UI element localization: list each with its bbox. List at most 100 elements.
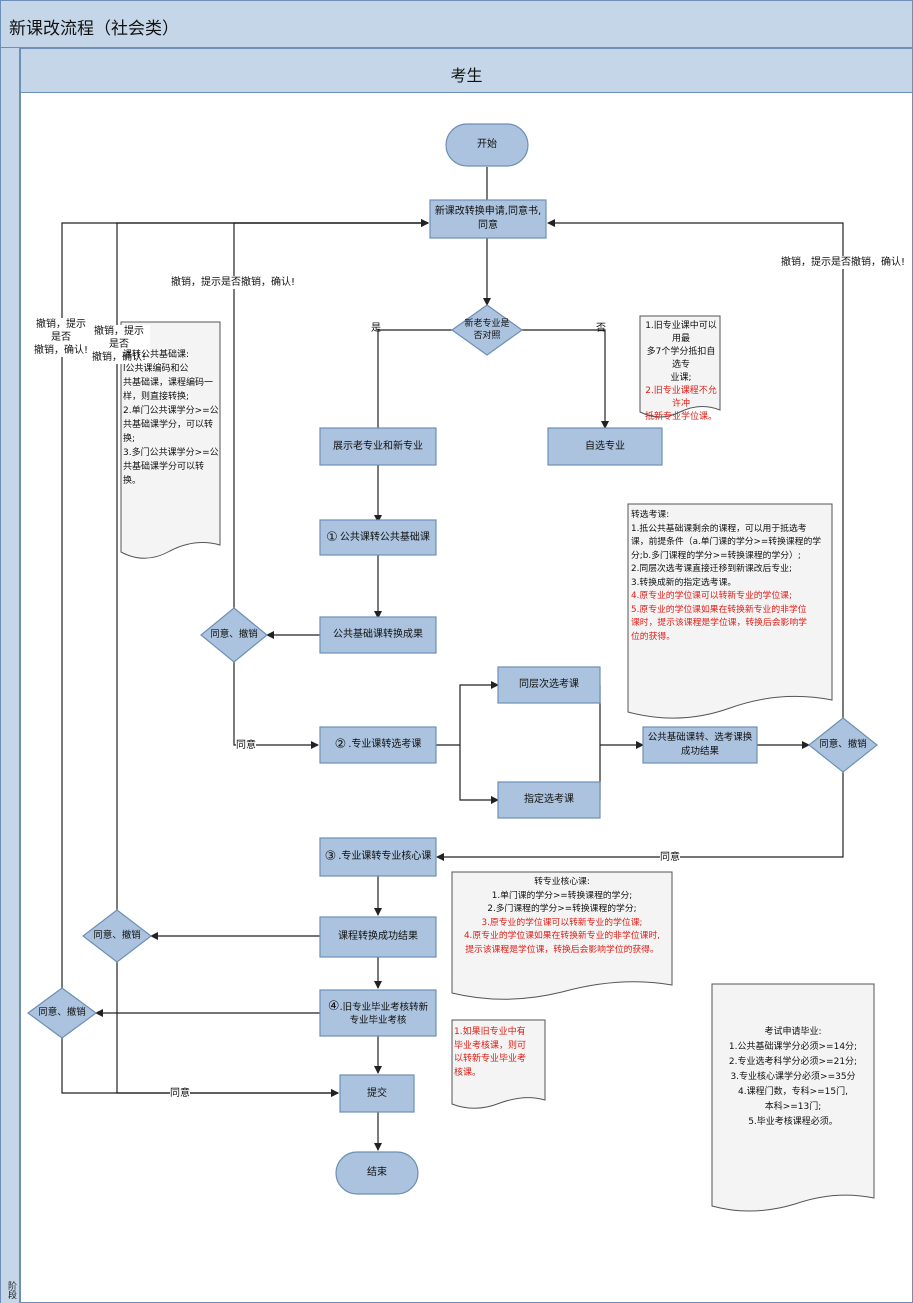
label-cancel-left-2: 撤销，提示 是否 撤销，确认! [88, 325, 150, 364]
label-cancel-mid: 撤销，提示是否撤销，确认! [171, 276, 296, 289]
note-graduation: 1.如果旧专业中有 毕业考核课，则可 以转新专业毕业考 核课。 [454, 1026, 544, 1080]
cancel-left-1-line-2: 是否 [51, 332, 71, 343]
note-elective-line-9: 课时，提示该课程是学位课，转换后会影响学 [631, 618, 807, 628]
node-diamond1 [200, 607, 268, 663]
node-submit [339, 1074, 415, 1113]
step2-result-text: 公共基础课转、选考课换 成功结果 [643, 727, 757, 763]
title-bar: 新课改流程（社会类） [0, 0, 913, 48]
decision-line-2: 否对照 [473, 331, 501, 341]
step2-label: .专业课转选考课 [348, 739, 422, 750]
note-self-line-4: 2.旧专业课程不允许冲 [645, 386, 717, 409]
note-elective: 转选考课: 1.抵公共基础课剩余的课程，可以用于抵选考 课，前提条件（a.单门课… [631, 509, 831, 644]
stage-label: 阶段 [6, 1281, 16, 1299]
step1-label: 公共课转公共基础课 [339, 531, 430, 543]
note-public-line-3: 共基础课，课程编码一 [123, 378, 214, 388]
note-grad-line-1: 1.如果旧专业中有 [454, 1027, 526, 1037]
note-exam-line-3: 2.专业选考科学分必须>=21分; [728, 1057, 858, 1067]
node-self-select [547, 427, 663, 466]
decision-text: 新老专业是 否对照 [452, 312, 522, 348]
note-grad-line-4: 核课。 [454, 1067, 482, 1078]
circle-3: ③ [324, 849, 337, 864]
step2-result-line-1: 公共基础课转、选考课换 [647, 732, 753, 743]
note-public-line-2: l公共课编码和公 [123, 364, 189, 374]
step4-line-2: 专业毕业考核 [349, 1014, 407, 1026]
cancel-left-2-line-3: 撤销，确认! [91, 352, 146, 363]
note-elective-shape [627, 503, 833, 719]
node-step2-result [642, 726, 758, 764]
note-elective-line-10: 位的获得。 [631, 631, 675, 642]
note-elective-line-5: 2.同层次选考课直接迁移到新课改后专业; [631, 564, 792, 574]
note-public-line-7: 换; [123, 434, 136, 444]
self-select-text: 自选专业 [585, 440, 625, 452]
note-core-line-2: 1.单门课的学分>=转换课程的学分; [491, 890, 633, 901]
apply-text: 新课改转换申请,同意书, 同意 [430, 200, 546, 238]
arrow-diamond3-agree [116, 962, 339, 1097]
arrow-diamond4-apply [61, 219, 429, 988]
note-elective-line-4: 分;b.多门课程的学分>=转换课程的学分）; [631, 550, 801, 561]
node-start [445, 123, 529, 167]
arrow-no [522, 329, 609, 429]
end-text: 结束 [367, 1167, 387, 1178]
node-step3 [319, 837, 437, 877]
note-public-line-8: 3.多门公共课学分>=公 [123, 448, 219, 458]
label-cancel-left-1: 撤销，提示 是否 撤销，确认! [28, 318, 94, 357]
note-public-line-5: 2.单门公共课学分>=公 [123, 406, 219, 416]
node-designated [497, 781, 601, 819]
decision-line-1: 新老专业是 [464, 319, 510, 329]
step3-label: .专业课转专业核心课 [338, 851, 432, 862]
note-exam-line-7: 5.毕业考核课程必须。 [748, 1117, 838, 1127]
diamond2-text: 同意、撤销 [819, 739, 867, 750]
label-agree-1: 同意 [236, 739, 256, 752]
label-no: 否 [596, 323, 606, 334]
note-self-select: 1.旧专业课中可以用最 多7个学分抵扣自选专 业课; 2.旧专业课程不允许冲 抵… [643, 320, 719, 424]
note-elective-line-2: 1.抵公共基础课剩余的课程，可以用于抵选考 [631, 523, 807, 534]
note-exam-line-2: 1.公共基础课学分必须>=14分; [728, 1042, 858, 1052]
note-exam-line-1: 考试申请毕业: [764, 1027, 822, 1037]
node-same-level [497, 666, 601, 704]
note-elective-line-3: 课，前提条件（a.单门课的学分>=转换课程的学 [631, 537, 822, 547]
circle-4: ④ [327, 998, 340, 1014]
step3-result-text: 课程转换成功结果 [338, 931, 418, 942]
note-core-line-4: 3.原专业的学位课可以转新专业的学位课; [481, 917, 643, 928]
node-step3-result [319, 916, 437, 958]
note-exam-line-4: 3.专业核心课学分必须>=35分 [730, 1072, 856, 1082]
stage-strip: 阶段 [0, 48, 20, 1303]
note-elective-line-6: 3.转换成新的指定选考课。 [631, 577, 737, 588]
designated-text: 指定选考课 [524, 794, 574, 805]
note-public-line-9: 共基础课学分可以转 [123, 462, 205, 472]
step4-line-1: ④.旧专业毕业考核转新 [328, 1000, 428, 1014]
circle-1: ① [326, 529, 338, 545]
note-elective-line-7: 4.原专业的学位课可以转新专业的学位课; [631, 591, 792, 601]
step3-text: ③.专业课转专业核心课 [320, 838, 436, 876]
note-core-shape [451, 871, 673, 1000]
label-yes: 是 [371, 323, 381, 334]
note-public-line-6: 共基础课学分，可以转 [123, 420, 214, 430]
note-public-line-4: 样，则直接转换; [123, 392, 190, 402]
arrow-diamond1-agree [233, 662, 319, 749]
cancel-left-2-line-1: 撤销，提示 [94, 326, 144, 337]
diamond3-text: 同意、撤销 [93, 930, 141, 941]
note-core-line-5: 4.原专业的学位课如果在转换新专业的非学位课时, [464, 931, 660, 941]
note-self-line-2: 多7个学分抵扣自选专 [646, 347, 716, 370]
note-core-line-3: 2.多门课程的学分>=转换课程的学分; [487, 904, 637, 914]
arrow-diamond4-agree [61, 1038, 339, 1097]
submit-text: 提交 [367, 1087, 387, 1099]
label-agree-2: 同意 [660, 851, 680, 864]
circle-2: ② [334, 737, 347, 752]
note-self-select-shape [639, 315, 721, 418]
note-elective-line-1: 转选考课: [631, 510, 670, 520]
note-core-line-1: 转专业核心课: [534, 877, 590, 887]
note-core-line-6: 提示该课程是学位课，转换后会影响学位的获得。 [465, 944, 659, 955]
note-self-line-5: 抵新专业学位课。 [644, 412, 717, 422]
note-grad-line-2: 毕业考核课，则可 [454, 1040, 527, 1051]
step4-line-1-text: .旧专业毕业考核转新 [339, 1001, 429, 1013]
diamond4-text: 同意、撤销 [38, 1007, 86, 1018]
step2-result-line-2: 成功结果 [680, 746, 719, 757]
node-step4 [319, 989, 437, 1037]
node-diamond2 [808, 717, 878, 773]
note-public: 课转公共基础课: l公共课编码和公 共基础课，课程编码一 样，则直接转换; 2.… [123, 348, 221, 488]
arrow-diamond2-agree [436, 772, 844, 861]
cancel-left-2-line-2: 是否 [109, 339, 129, 350]
